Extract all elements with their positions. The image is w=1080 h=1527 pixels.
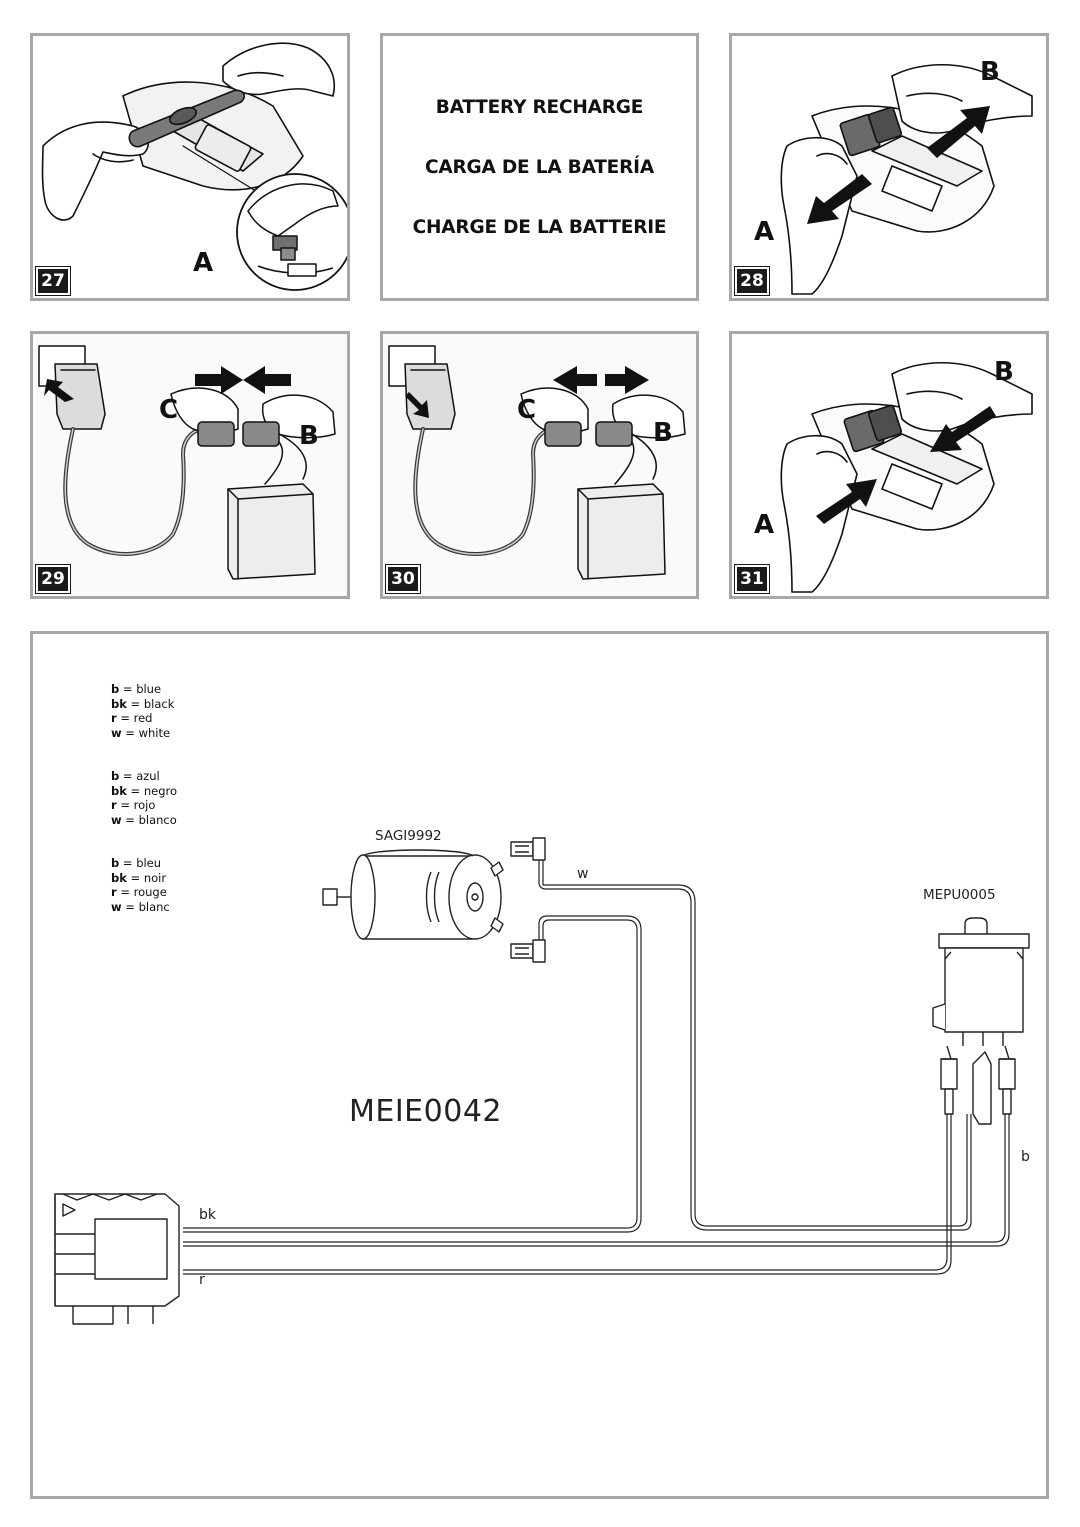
- label-a: A: [193, 248, 214, 278]
- switch-code-label: MEPU0005: [923, 887, 996, 903]
- figure-number-31: 31: [734, 564, 770, 594]
- wire-r-label: r: [199, 1272, 205, 1288]
- wiring-diagram-panel: b = blue bk = black r = red w = white b …: [30, 631, 1049, 1499]
- legend-row: bk = black: [111, 696, 175, 711]
- label-a: A: [754, 510, 775, 540]
- figure-30-panel: C B 30: [380, 331, 699, 599]
- legend-row: b = azul: [111, 769, 160, 783]
- legend-spanish: b = azul bk = negro r = rojo w = blanco: [111, 769, 177, 827]
- wiring-schematic: [54, 837, 1030, 1325]
- wire-w: [538, 860, 972, 1231]
- title-french: CHARGE DE LA BATTERIE: [412, 217, 667, 238]
- label-a: A: [754, 217, 775, 247]
- legend-row: w = white: [111, 725, 171, 740]
- charger-connect-illustration: [33, 334, 347, 596]
- wire-bk: [183, 915, 642, 1233]
- legend-row: bk = noir: [111, 870, 167, 885]
- battery-connector-icon: [54, 1193, 180, 1325]
- legend-english: b = blue bk = black r = red w = white: [111, 682, 174, 740]
- label-c: C: [159, 395, 179, 425]
- legend-row: r = red: [111, 711, 153, 725]
- figure-31-panel: B A 31: [729, 331, 1049, 599]
- switch-icon: [932, 917, 1030, 1125]
- wire-w-label: w: [577, 866, 589, 882]
- battery-recharge-title-panel: BATTERY RECHARGE CARGA DE LA BATERÍA CHA…: [380, 33, 699, 301]
- wire-bk-label: bk: [199, 1207, 216, 1223]
- motor-terminal-bottom: [510, 939, 546, 963]
- figure-number-29: 29: [35, 564, 71, 594]
- wire-b: [183, 1114, 1010, 1247]
- title-spanish: CARGA DE LA BATERÍA: [425, 157, 654, 178]
- title-english: BATTERY RECHARGE: [435, 97, 644, 118]
- label-b: B: [980, 57, 1000, 87]
- legend-row: r = rojo: [111, 798, 156, 812]
- legend-row: b = blue: [111, 682, 162, 696]
- legend-french: b = bleu bk = noir r = rouge w = blanc: [111, 856, 170, 914]
- motor-code-label: SAGI9992: [375, 828, 442, 844]
- connector-reconnect-illustration: [780, 362, 1033, 593]
- motor-terminal-top: [510, 837, 546, 861]
- legend-row: w = blanco: [111, 812, 177, 827]
- figure-number-28: 28: [734, 266, 770, 296]
- battery-disconnect-illustration: [41, 42, 347, 291]
- harness-code-label: MEIE0042: [349, 1094, 502, 1129]
- figure-27-panel: A 27: [30, 33, 350, 301]
- label-b: B: [994, 357, 1014, 387]
- legend-row: b = bleu: [111, 856, 162, 870]
- legend-row: bk = negro: [111, 783, 178, 798]
- label-c: C: [517, 395, 537, 425]
- legend-row: r = rouge: [111, 885, 167, 899]
- label-b: B: [653, 418, 673, 448]
- wire-b-label: b: [1021, 1149, 1030, 1165]
- figure-number-27: 27: [35, 266, 71, 296]
- figure-number-30: 30: [385, 564, 421, 594]
- connector-separate-illustration: [780, 64, 1033, 295]
- figure-29-panel: C B 29: [30, 331, 350, 599]
- wire-r: [183, 1114, 952, 1275]
- legend-row: w = blanc: [111, 899, 170, 914]
- label-b: B: [299, 421, 319, 451]
- figure-28-panel: B A 28: [729, 33, 1049, 301]
- charger-disconnect-illustration: [383, 334, 696, 596]
- motor-icon: [322, 849, 504, 940]
